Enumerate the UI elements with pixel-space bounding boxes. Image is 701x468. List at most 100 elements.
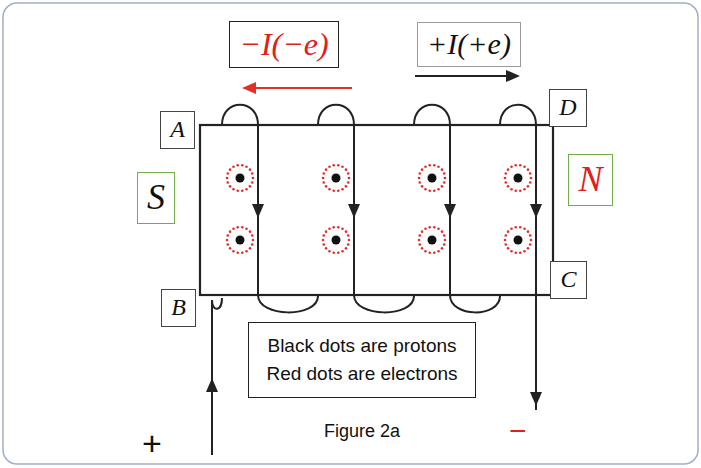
- electron-dot: [421, 230, 424, 233]
- electron-dot: [332, 190, 335, 193]
- electron-dot: [507, 185, 510, 188]
- box-text: A: [170, 116, 185, 144]
- box-text: C: [560, 266, 576, 294]
- electron-dot: [504, 177, 507, 180]
- electron-dot: [510, 188, 513, 191]
- electron-dot: [433, 164, 436, 167]
- current-arrow-left: [242, 82, 352, 94]
- electron-dot: [529, 172, 532, 175]
- electron-dot: [328, 165, 331, 168]
- pole-label: S: [137, 172, 175, 224]
- electron-dot: [437, 188, 440, 191]
- electron-dot: [441, 168, 444, 171]
- electron-dot: [251, 234, 254, 237]
- electron-dot: [507, 168, 510, 171]
- electron-dot: [347, 243, 350, 246]
- electron-dot: [322, 243, 325, 246]
- electron-dot: [226, 172, 229, 175]
- electron-dot: [251, 172, 254, 175]
- electron-dot: [519, 226, 522, 229]
- electron-dot: [252, 239, 255, 242]
- electron-dot: [514, 164, 517, 167]
- electron-dot: [523, 227, 526, 230]
- corner-label: C: [550, 261, 587, 299]
- current-arrowhead: [348, 204, 360, 218]
- electron-dot: [232, 165, 235, 168]
- current-arrowhead: [530, 204, 542, 218]
- proton-dot: [514, 174, 523, 183]
- electron-dot: [444, 239, 447, 242]
- current-box: −I(−e): [229, 21, 339, 68]
- electron-dot: [504, 243, 507, 246]
- electron-dot: [332, 226, 335, 229]
- electron-dot: [229, 247, 232, 250]
- box-text: +I(+e): [427, 27, 511, 62]
- electron-dot: [226, 177, 229, 180]
- electron-dot: [232, 250, 235, 253]
- electron-dot: [418, 181, 421, 184]
- electron-dot: [241, 226, 244, 229]
- electron-dot: [229, 185, 232, 188]
- electron-dot: [418, 243, 421, 246]
- electron-dot: [421, 185, 424, 188]
- electron-dot: [241, 190, 244, 193]
- electron-dot: [424, 250, 427, 253]
- proton-dot: [428, 236, 437, 245]
- electron-dot: [421, 247, 424, 250]
- electron-dot: [245, 227, 248, 230]
- electron-dot: [428, 190, 431, 193]
- electron-dot: [347, 181, 350, 184]
- electron-dot: [229, 230, 232, 233]
- electron-dot: [337, 252, 340, 255]
- electron-dot: [443, 181, 446, 184]
- electron-dot: [523, 188, 526, 191]
- electron-dot: [443, 172, 446, 175]
- electron-dot: [325, 168, 328, 171]
- electron-dot: [322, 177, 325, 180]
- electron-dot: [424, 165, 427, 168]
- box-text: S: [147, 177, 165, 218]
- electron-dot: [249, 247, 252, 250]
- electron-dot: [345, 168, 348, 171]
- pole-label: N: [568, 154, 613, 206]
- electron-dot: [428, 226, 431, 229]
- electron-dot: [348, 239, 351, 242]
- electron-dot: [245, 165, 248, 168]
- electron-dot: [322, 181, 325, 184]
- current-arrow-right: [415, 70, 520, 82]
- electron-dot: [519, 190, 522, 193]
- terminal-sign: +: [142, 425, 162, 462]
- electron-dot: [345, 185, 348, 188]
- electron-dot: [433, 226, 436, 229]
- electron-dot: [519, 164, 522, 167]
- electron-dot: [251, 243, 254, 246]
- electron-dot: [337, 190, 340, 193]
- electron-dot: [341, 188, 344, 191]
- electron-dot: [332, 164, 335, 167]
- electron-dot: [527, 168, 530, 171]
- electron-dot: [514, 226, 517, 229]
- current-box: +I(+e): [417, 22, 521, 67]
- electron-dot: [504, 239, 507, 242]
- box-text: B: [171, 294, 186, 322]
- electron-dot: [437, 165, 440, 168]
- electron-dot: [341, 165, 344, 168]
- electron-dot: [529, 181, 532, 184]
- electron-dot: [245, 250, 248, 253]
- electron-dot: [507, 247, 510, 250]
- electron-dot: [443, 243, 446, 246]
- electron-dot: [345, 230, 348, 233]
- electron-dot: [507, 230, 510, 233]
- electron-dot: [241, 252, 244, 255]
- electron-dot: [424, 188, 427, 191]
- electron-dot: [504, 181, 507, 184]
- electron-dot: [527, 185, 530, 188]
- electron-dot: [504, 172, 507, 175]
- lead-arrowhead: [206, 378, 218, 392]
- electron-dot: [441, 185, 444, 188]
- electron-dot: [527, 247, 530, 250]
- legend-text: Black dots are protons: [267, 335, 456, 357]
- electron-dot: [437, 250, 440, 253]
- legend-text: Red dots are electrons: [266, 363, 457, 385]
